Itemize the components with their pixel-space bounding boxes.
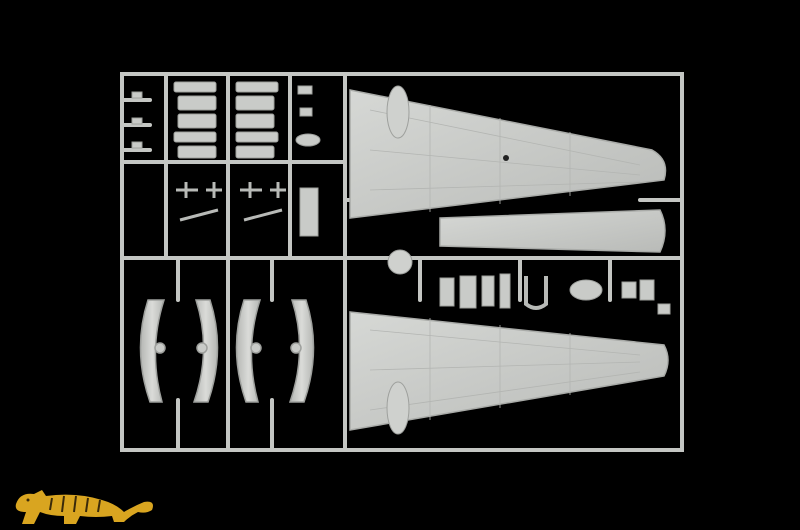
float-parts [139, 299, 315, 403]
strut-parts [176, 182, 319, 237]
lower-wing [349, 311, 669, 435]
small-parts-rack-left [131, 81, 321, 159]
tiger-icon [15, 490, 154, 524]
center-panel [387, 209, 666, 275]
small-parts-middle [439, 273, 671, 315]
upper-wing [349, 85, 667, 219]
